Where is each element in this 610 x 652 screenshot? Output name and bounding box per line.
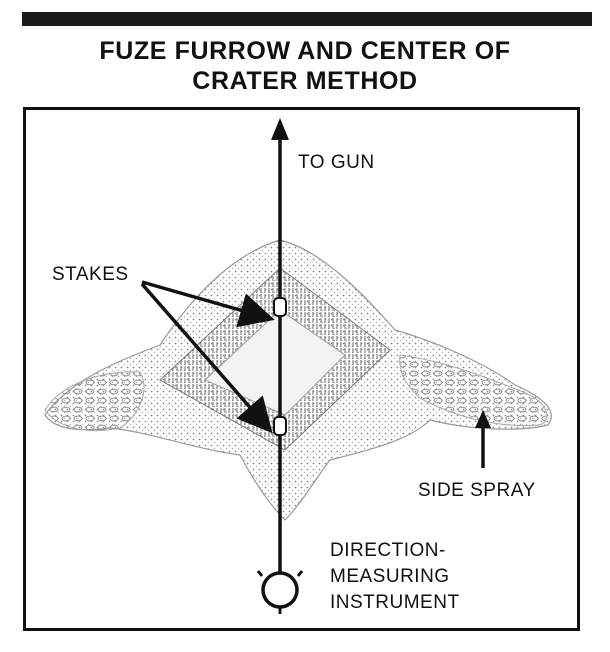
stake-lower bbox=[273, 416, 287, 470]
stake-upper bbox=[273, 297, 287, 355]
side-spray-right bbox=[399, 354, 548, 427]
stakes-arrow-lower bbox=[140, 282, 273, 434]
side-spray-left bbox=[44, 371, 145, 432]
instrument-label-line-2: MEASURING bbox=[330, 566, 450, 587]
instrument-icon bbox=[256, 570, 304, 614]
header-bar bbox=[22, 12, 592, 26]
stakes-label: STAKES bbox=[52, 264, 129, 285]
side-spray-arrowhead bbox=[475, 410, 491, 428]
figure-title: FUZE FURROW AND CENTER OF CRATER METHOD bbox=[0, 36, 610, 96]
to-gun-arrowhead bbox=[271, 118, 289, 140]
instrument-label-line-3: INSTRUMENT bbox=[330, 592, 460, 613]
instrument-label-line-1: DIRECTION- bbox=[330, 540, 446, 561]
side-spray-label: SIDE SPRAY bbox=[418, 480, 536, 501]
stakes-arrow-upper bbox=[141, 280, 275, 328]
title-line-2: CRATER METHOD bbox=[192, 67, 418, 95]
title-line-1: FUZE FURROW AND CENTER OF bbox=[99, 37, 511, 65]
diagram-frame bbox=[23, 107, 580, 631]
to-gun-label: TO GUN bbox=[298, 152, 375, 173]
